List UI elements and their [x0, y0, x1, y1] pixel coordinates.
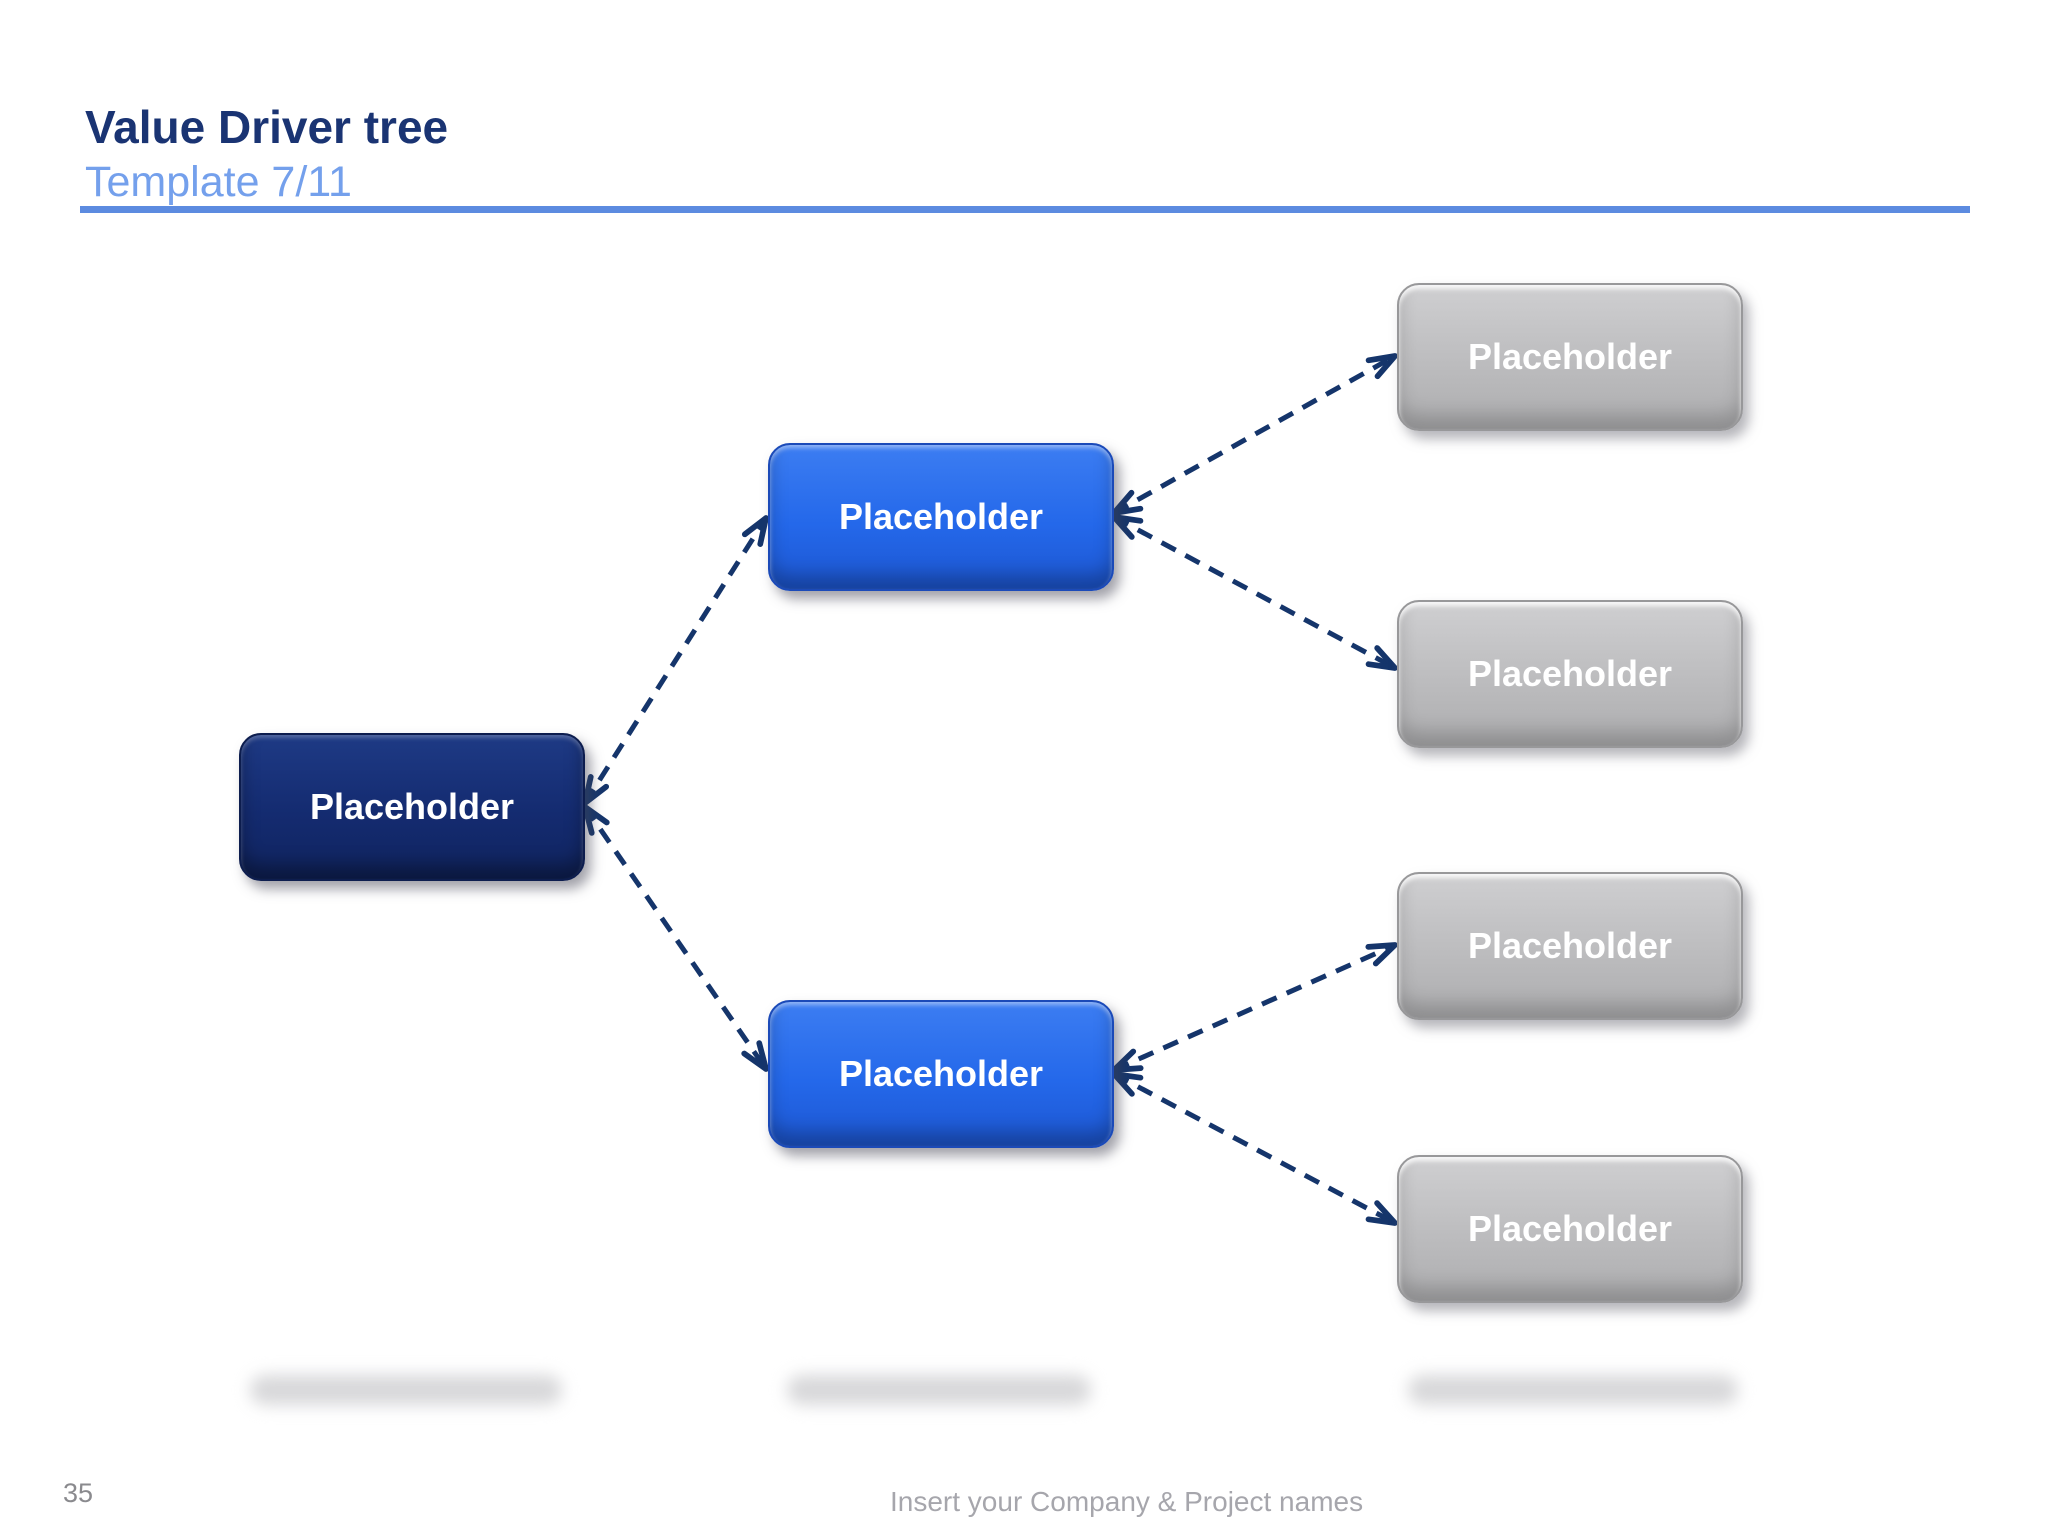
- blurred-caption-bar-right: [1408, 1375, 1738, 1405]
- connector-root-to-branch-a: [582, 515, 769, 806]
- page-title: Value Driver tree: [85, 101, 449, 153]
- leaf-node-3[interactable]: Placeholder: [1397, 872, 1743, 1020]
- leaf-node-2[interactable]: Placeholder: [1397, 600, 1743, 748]
- page-subtitle: Template 7/11: [85, 158, 352, 206]
- blurred-caption-bar-left: [250, 1375, 562, 1405]
- leaf-node-label: Placeholder: [1467, 925, 1673, 966]
- connector-branch-a-to-leaf-1: [1111, 353, 1398, 516]
- branch-node-bottom[interactable]: Placeholder: [768, 1000, 1114, 1148]
- footer-note: Insert your Company & Project names: [890, 1486, 1364, 1517]
- branch-node-label: Placeholder: [838, 496, 1044, 537]
- blurred-caption-bar-middle: [787, 1375, 1091, 1405]
- connector-branch-b-to-leaf-3: [1111, 942, 1398, 1073]
- connector-root-to-branch-b: [582, 804, 769, 1072]
- title-divider: [80, 206, 1970, 213]
- connector-branch-b-to-leaf-4: [1111, 1071, 1398, 1226]
- leaf-node-1[interactable]: Placeholder: [1397, 283, 1743, 431]
- leaf-node-label: Placeholder: [1467, 1208, 1673, 1249]
- page-number: 35: [63, 1478, 94, 1508]
- leaf-node-4[interactable]: Placeholder: [1397, 1155, 1743, 1303]
- branch-node-label: Placeholder: [838, 1053, 1044, 1094]
- connector-branch-a-to-leaf-2: [1111, 514, 1398, 671]
- leaf-node-label: Placeholder: [1467, 336, 1673, 377]
- leaf-node-label: Placeholder: [1467, 653, 1673, 694]
- root-node-label: Placeholder: [309, 786, 515, 827]
- root-node[interactable]: Placeholder: [239, 733, 585, 881]
- branch-node-top[interactable]: Placeholder: [768, 443, 1114, 591]
